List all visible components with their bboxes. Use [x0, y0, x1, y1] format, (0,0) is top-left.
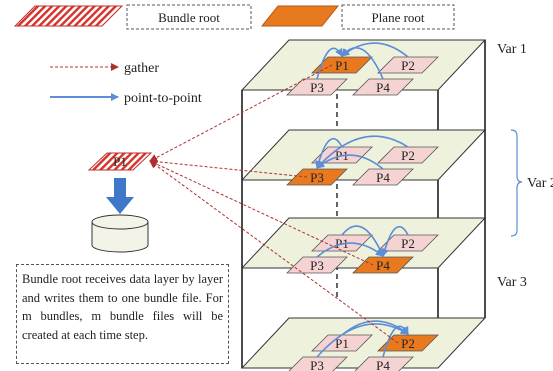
process-label: P3	[310, 258, 324, 273]
bundle-root-swatch	[13, 5, 124, 27]
plane-root-legend-box	[341, 4, 455, 30]
process-label: P2	[401, 58, 415, 73]
process-label: P2	[401, 148, 415, 163]
process-label: P3	[310, 80, 324, 95]
p2p-arrow	[341, 225, 384, 257]
gather-arrow-2	[149, 157, 308, 178]
bundle-root-label: P1	[113, 154, 127, 169]
process-p4	[352, 168, 414, 186]
process-label: P4	[376, 170, 390, 185]
process-p3-root	[286, 168, 348, 186]
gather-arrow-4	[149, 160, 399, 344]
process-label: P1	[335, 336, 349, 351]
disk-icon	[91, 214, 149, 253]
process-p3	[286, 78, 348, 96]
var-1-label: Var 1	[497, 42, 527, 57]
bundle-root-group: P1	[87, 152, 153, 253]
p2p-arrow	[316, 135, 409, 169]
var-3-label: Var 3	[497, 275, 527, 290]
p2p-legend-label: point-to-point	[124, 91, 202, 106]
gather-arrows	[149, 64, 399, 344]
process-p4	[352, 78, 414, 96]
process-p4	[354, 356, 414, 371]
process-label: P1	[335, 58, 349, 73]
p2p-arrow	[316, 154, 384, 170]
process-label: P2	[401, 336, 415, 351]
process-label: P4	[376, 80, 390, 95]
gather-arrow-3	[149, 160, 374, 266]
process-p1	[311, 234, 373, 252]
gather-legend-label: gather	[124, 61, 159, 76]
p2p-arrow	[341, 46, 384, 80]
process-label: P2	[401, 236, 415, 251]
process-label: P4	[376, 358, 390, 371]
process-p2	[377, 56, 439, 74]
process-p2	[377, 146, 439, 164]
p2p-arrow	[382, 325, 409, 358]
p2p-arrow	[316, 47, 343, 80]
p2p-arrow	[316, 323, 409, 358]
p2p-arrow	[381, 225, 409, 257]
process-p3	[286, 256, 348, 274]
gather-arrow-1	[149, 64, 333, 162]
process-p3	[288, 356, 348, 371]
plane-root-legend-label: Plane root	[371, 10, 424, 25]
process-label: P3	[310, 170, 324, 185]
note-box: Bundle root receives data layer by layer…	[16, 264, 229, 364]
write-arrow	[106, 178, 134, 214]
plane-root-swatch	[260, 5, 340, 27]
process-p4-root	[352, 256, 414, 274]
bundle-root-node	[87, 152, 153, 171]
process-label: P4	[376, 258, 390, 273]
var-2-label: Var 2	[527, 176, 553, 191]
bundle-root-legend-box	[126, 4, 252, 30]
process-label: P3	[310, 358, 324, 371]
legend: Bundle root Plane root gather point-to-p…	[13, 4, 455, 106]
var2-brace	[510, 129, 523, 237]
p2p-arrow	[316, 242, 384, 258]
bundle-root-legend-label: Bundle root	[158, 10, 220, 25]
